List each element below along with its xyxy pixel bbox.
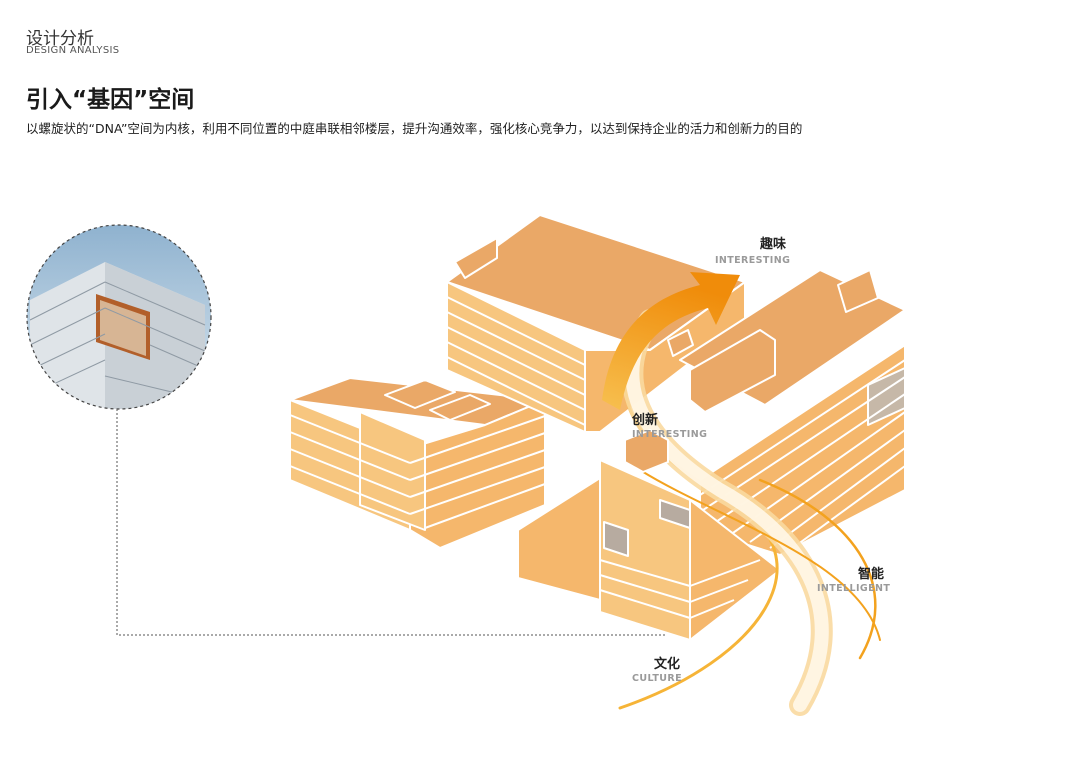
label-wenhua: 文化 — [654, 656, 680, 672]
label-chuangxin: 创新 — [631, 412, 658, 428]
label-wenhua-en: CULTURE — [632, 673, 682, 684]
building-left — [289, 377, 546, 549]
section-title-cn: 设计分析 — [26, 29, 94, 49]
label-quwei: 趣味 — [759, 236, 786, 252]
label-quwei-en: INTERESTING — [715, 255, 790, 266]
section-title-en: DESIGN ANALYSIS — [26, 45, 120, 56]
label-zhineng: 智能 — [858, 566, 884, 582]
page-title: 引入“基因”空间 — [26, 87, 195, 113]
label-zhineng-en: INTELLIGENT — [817, 583, 890, 594]
reference-photo — [26, 224, 212, 410]
leader-line — [116, 409, 666, 636]
dna-ribbon — [618, 309, 881, 716]
growth-arrow — [602, 272, 740, 410]
rooftop-blocks — [624, 329, 694, 473]
label-chuangxin-en: INTERESTING — [632, 429, 707, 440]
page-description: 以螺旋状的“DNA”空间为内核，利用不同位置的中庭串联相邻楼层，提升沟通效率，强… — [26, 121, 803, 136]
building-front — [517, 459, 781, 641]
